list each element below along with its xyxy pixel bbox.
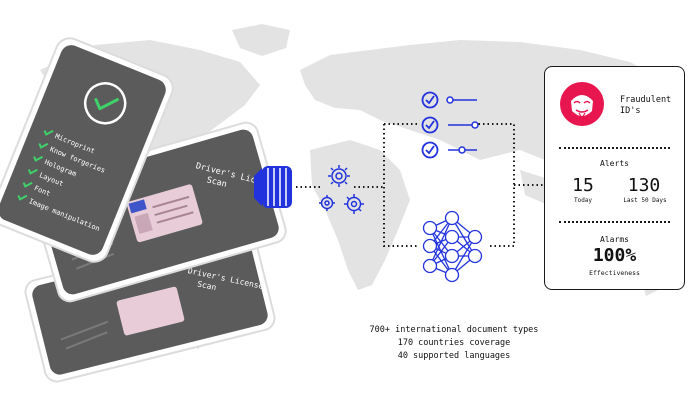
last-50-days-count: 130 xyxy=(627,175,661,196)
effectiveness-value: 100% xyxy=(592,245,637,266)
check-circle-icon xyxy=(421,141,439,159)
check-icon xyxy=(27,168,38,175)
phone-front: Microprint Know forgeries Hologram Layou… xyxy=(0,37,174,263)
text-line-placeholder xyxy=(60,320,109,341)
divider xyxy=(559,147,670,149)
check-row xyxy=(421,116,479,134)
check-circle-icon xyxy=(421,116,439,134)
gears-icon xyxy=(319,165,364,214)
gear-icon xyxy=(344,194,364,214)
check-icon xyxy=(33,155,44,162)
scan-connector-icon xyxy=(254,166,292,208)
alerts-label: Alerts xyxy=(600,159,629,168)
alarms-label: Alarms xyxy=(600,235,629,244)
fraud-alerts-panel: Fraudulent ID's Alerts 15 130 Today Last… xyxy=(544,66,685,290)
verified-check-icon xyxy=(83,82,127,125)
last-50-days-label: Last 50 Days xyxy=(623,197,667,204)
gear-icon xyxy=(328,165,350,187)
fraud-mask-icon xyxy=(560,82,604,126)
phone-back: Driver's License Scan xyxy=(24,227,276,383)
stat-languages: 40 supported languages xyxy=(397,351,511,361)
effectiveness-label: Effectiveness xyxy=(589,269,640,277)
today-label: Today xyxy=(573,197,593,204)
license-flag xyxy=(128,199,147,214)
verification-checks xyxy=(421,91,479,159)
text-line-placeholder xyxy=(65,331,108,350)
check-icon xyxy=(38,142,49,149)
panel-title: Fraudulent ID's xyxy=(620,95,672,116)
license-card-back xyxy=(116,286,185,336)
check-row xyxy=(421,91,477,109)
stat-countries: 170 countries coverage xyxy=(397,338,511,348)
check-icon xyxy=(17,194,28,201)
gear-icon xyxy=(319,195,335,211)
check-circle-icon xyxy=(421,91,439,109)
neural-network-icon xyxy=(422,210,483,283)
coverage-stats: 700+ international document types 170 co… xyxy=(334,324,574,363)
stat-document-types: 700+ international document types xyxy=(369,325,539,335)
check-icon xyxy=(22,181,33,188)
check-row xyxy=(421,141,477,159)
divider xyxy=(559,221,670,223)
check-icon xyxy=(43,129,54,136)
today-count: 15 xyxy=(572,175,594,196)
